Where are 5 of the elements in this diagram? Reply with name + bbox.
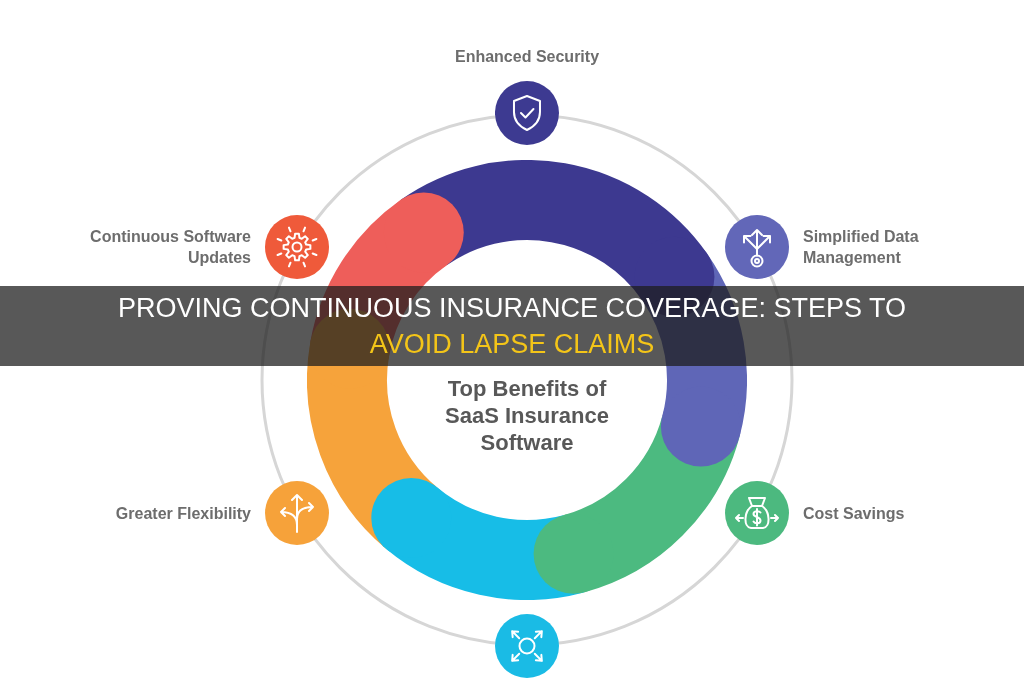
benefit-label: Simplified Data Management xyxy=(803,227,920,268)
benefit-label: Cost Savings xyxy=(803,503,905,524)
benefit-label: Continuous Software Updates xyxy=(89,227,251,268)
benefit-label: Enhanced Security xyxy=(455,47,599,67)
benefit-label: Greater Flexibility xyxy=(115,503,251,524)
